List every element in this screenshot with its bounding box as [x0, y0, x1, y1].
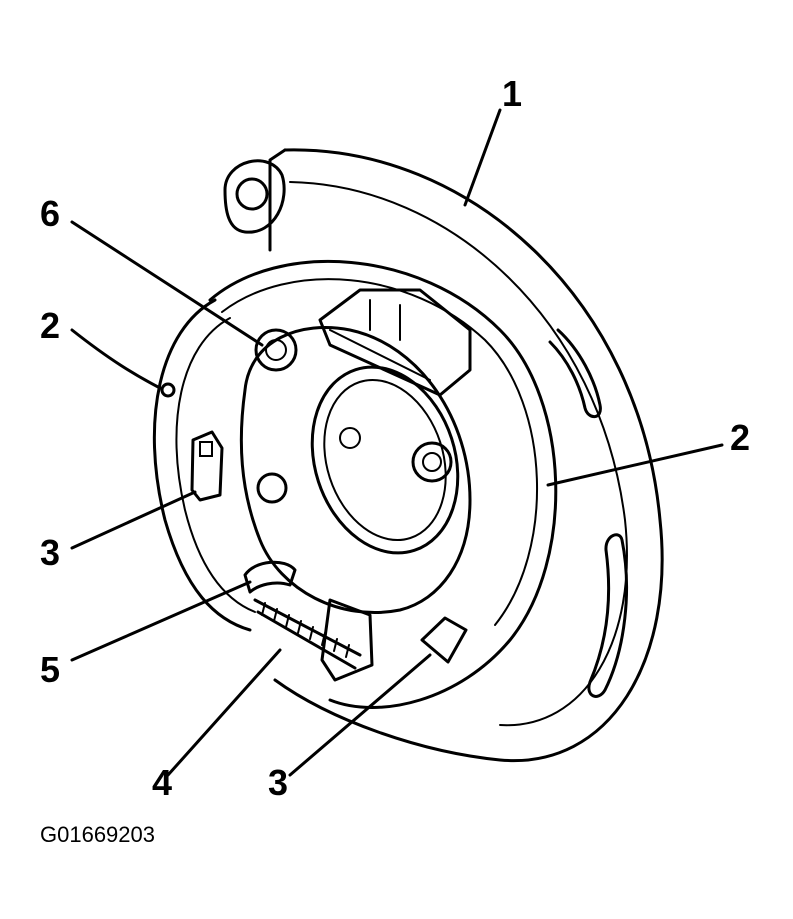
leader-3-bottom [288, 653, 432, 777]
brake-shoe [152, 259, 558, 709]
callout-2-left: 2 [40, 305, 61, 346]
callout-2-right: 2 [730, 417, 751, 458]
leader-lines [70, 108, 724, 777]
leader-6 [70, 220, 264, 347]
leader-2-right [546, 443, 724, 487]
figure-id: G01669203 [40, 822, 155, 847]
spring-right [411, 441, 453, 483]
hold-down-left [190, 430, 224, 502]
callout-6: 6 [40, 193, 61, 234]
callout-4: 4 [152, 762, 173, 803]
backing-plate [223, 148, 664, 763]
leader-4 [166, 648, 282, 777]
callout-3-bottom: 3 [268, 762, 289, 803]
lever [243, 560, 297, 594]
callout-5: 5 [40, 649, 61, 690]
leader-5 [70, 580, 252, 662]
leader-2-left [70, 328, 162, 390]
adjuster-spring [253, 598, 374, 682]
spring-upper-left [254, 328, 298, 372]
callout-3-left: 3 [40, 532, 61, 573]
hold-down-bottom [420, 616, 468, 664]
callout-1: 1 [502, 73, 523, 114]
leader-3-left [70, 490, 197, 550]
actuator [318, 288, 472, 397]
leader-1 [463, 108, 502, 207]
hub [239, 326, 472, 615]
